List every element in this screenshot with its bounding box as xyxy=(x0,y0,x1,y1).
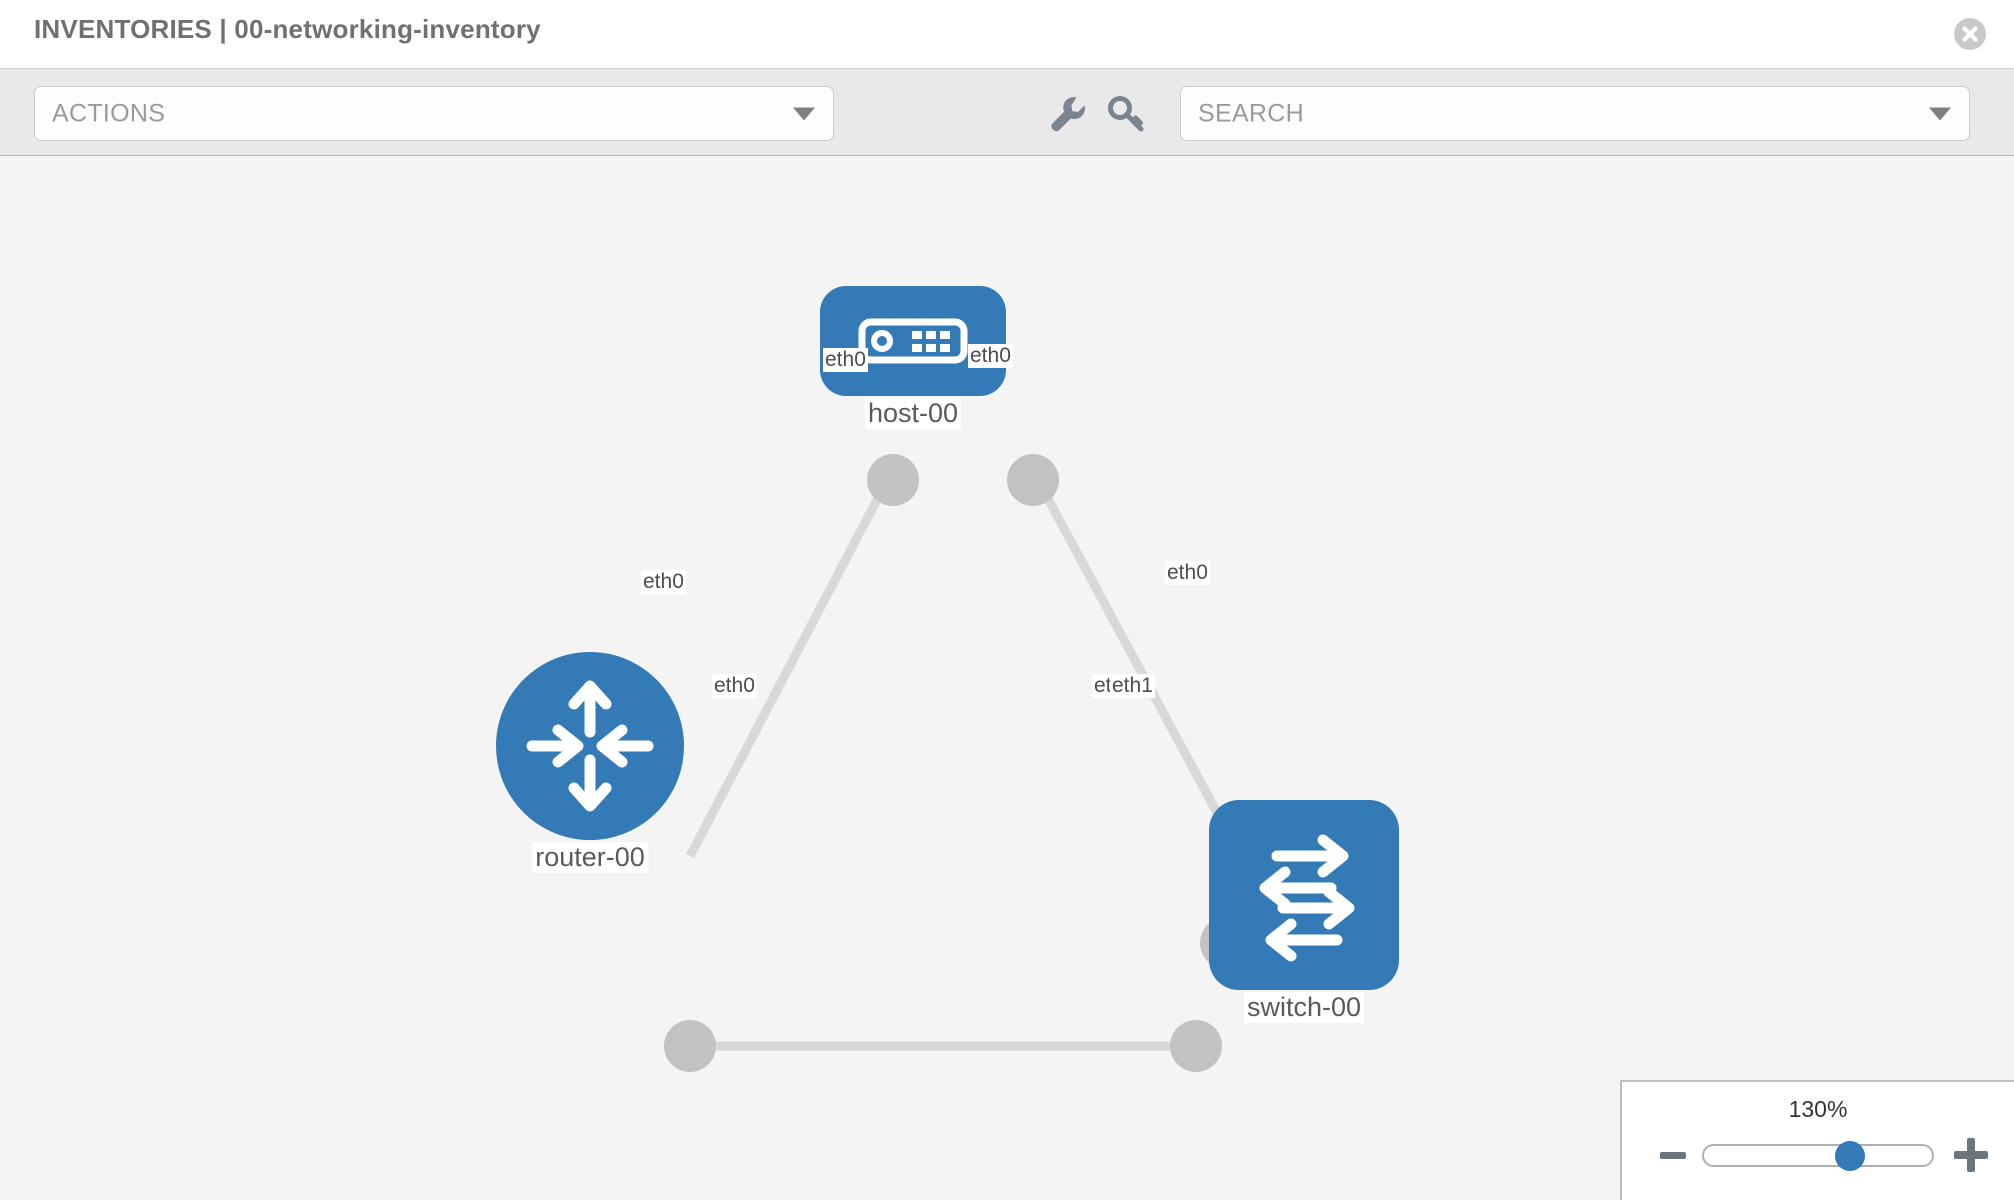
topology-graph xyxy=(664,453,1252,1072)
interface-label: eth1 xyxy=(1110,674,1155,698)
zoom-out-button[interactable] xyxy=(1660,1152,1686,1159)
server-icon xyxy=(858,318,968,364)
title-bar: INVENTORIES | 00-networking-inventory xyxy=(0,0,2014,68)
interface-label: eth0 xyxy=(968,344,1013,368)
zoom-control-panel: 130% xyxy=(1620,1080,2014,1200)
toolbar: ACTIONS SEARCH xyxy=(0,68,2014,156)
wrench-icon[interactable] xyxy=(1045,91,1089,135)
zoom-in-button[interactable] xyxy=(1954,1138,1988,1172)
topology-node-router-00[interactable]: router-00 xyxy=(496,652,684,873)
link-host00-switch00 xyxy=(1021,453,1239,849)
page-title: INVENTORIES | 00-networking-inventory xyxy=(34,14,541,44)
chevron-down-icon xyxy=(793,107,815,120)
link-host00-router00 xyxy=(686,453,904,859)
router-arrows-icon xyxy=(526,680,654,812)
endpoint-marker xyxy=(664,1020,716,1072)
interface-label: eth0 xyxy=(641,570,686,594)
zoom-slider-row xyxy=(1622,1138,2014,1180)
endpoint-marker xyxy=(867,454,919,506)
interface-label: eth0 xyxy=(712,674,757,698)
interface-label: eth0 xyxy=(823,348,868,372)
node-label-switch-00: switch-00 xyxy=(1243,992,1365,1023)
topology-node-host-00[interactable]: host-00 xyxy=(820,286,1006,429)
node-label-router-00: router-00 xyxy=(532,842,648,873)
endpoint-marker xyxy=(1007,454,1059,506)
zoom-slider[interactable] xyxy=(1702,1140,1934,1171)
switch-arrows-icon xyxy=(1259,834,1355,962)
interface-label: eth0 xyxy=(1165,561,1210,585)
search-placeholder: SEARCH xyxy=(1198,99,1304,127)
topology-canvas[interactable]: host-00 router xyxy=(0,156,2014,1200)
zoom-slider-handle[interactable] xyxy=(1834,1140,1865,1171)
actions-dropdown-label: ACTIONS xyxy=(52,99,166,127)
chevron-down-icon xyxy=(1929,107,1951,120)
endpoint-marker xyxy=(1170,1020,1222,1072)
zoom-level-value: 130% xyxy=(1788,1096,1848,1122)
key-icon[interactable] xyxy=(1105,91,1149,135)
node-label-host-00: host-00 xyxy=(864,398,962,429)
actions-dropdown[interactable]: ACTIONS xyxy=(34,86,834,141)
topology-node-switch-00[interactable]: switch-00 xyxy=(1209,800,1399,1023)
search-field[interactable]: SEARCH xyxy=(1180,86,1970,141)
close-icon[interactable] xyxy=(1954,18,1986,50)
